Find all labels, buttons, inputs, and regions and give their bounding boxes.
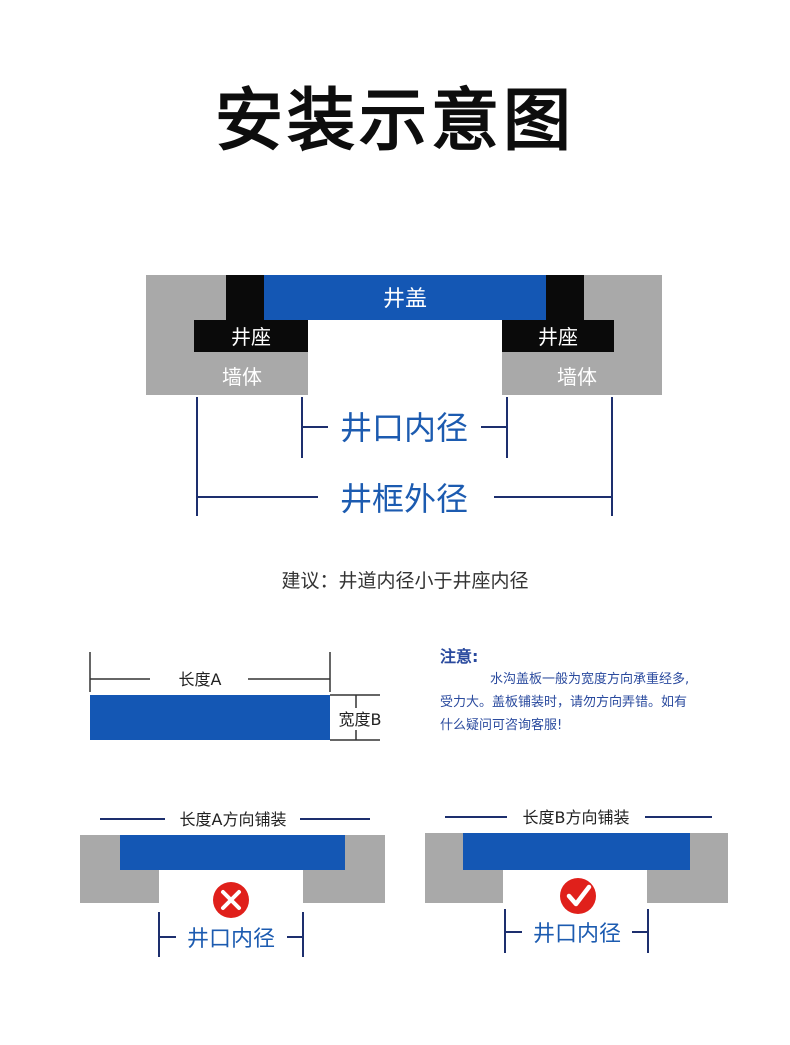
paving-a-diagram: 长度A方向铺装 井口内径 <box>80 810 385 957</box>
x-mark-icon <box>213 882 249 918</box>
outer-diameter-dimension <box>196 397 613 516</box>
note-line-1: 水沟盖板一般为宽度方向承重经多, <box>490 672 690 687</box>
frame-black-left <box>226 275 264 320</box>
paving-a-frame-right <box>303 835 385 903</box>
paving-a-frame-left <box>80 835 159 903</box>
paving-b-inner-label: 井口内径 <box>533 922 621 947</box>
note-line-3: 什么疑问可咨询客服! <box>440 718 563 733</box>
wall-right-label: 墙体 <box>557 365 597 389</box>
note-box: 注意: 水沟盖板一般为宽度方向承重经多, 受力大。盖板铺装时，请勿方向弄错。如有… <box>440 645 740 737</box>
seat-left-label: 井座 <box>231 325 271 349</box>
frame-black-right <box>546 275 584 320</box>
check-mark-icon <box>560 878 596 914</box>
plate-top-view <box>90 695 330 740</box>
suggestion-text: 建议：井道内径小于井座内径 <box>281 570 528 592</box>
paving-a-inner-label: 井口内径 <box>187 927 275 952</box>
seat-right <box>502 320 614 352</box>
paving-b-frame-right <box>647 833 728 903</box>
paving-a-plate <box>120 835 345 870</box>
length-a-label: 长度A <box>179 670 222 689</box>
note-line-2: 受力大。盖板铺装时，请勿方向弄错。如有 <box>440 695 688 710</box>
note-heading: 注意: <box>440 647 479 666</box>
seat-left <box>194 320 308 352</box>
outer-diameter-label: 井框外径 <box>340 480 468 518</box>
wall-left <box>146 352 308 395</box>
paving-b-frame-left <box>425 833 503 903</box>
width-b-label: 宽度B <box>339 710 382 729</box>
cover-label: 井盖 <box>383 287 427 312</box>
paving-b-label: 长度B方向铺装 <box>523 808 630 827</box>
paving-b-plate <box>463 833 690 870</box>
dimension-diagram: 长度A 宽度B <box>89 652 386 741</box>
seat-right-label: 井座 <box>538 325 578 349</box>
page-title: 安装示意图 <box>214 82 575 161</box>
main-diagram: 井盖 井座 井座 墙体 墙体 井口内径 井框外径 <box>146 275 662 518</box>
paving-a-label: 长度A方向铺装 <box>180 810 287 829</box>
wall-right <box>502 352 662 395</box>
inner-diameter-dimension <box>301 397 508 458</box>
cover-plate <box>264 275 546 320</box>
inner-diameter-label: 井口内径 <box>340 409 468 447</box>
wall-left-label: 墙体 <box>222 365 262 389</box>
paving-b-diagram: 长度B方向铺装 井口内径 <box>425 808 728 953</box>
